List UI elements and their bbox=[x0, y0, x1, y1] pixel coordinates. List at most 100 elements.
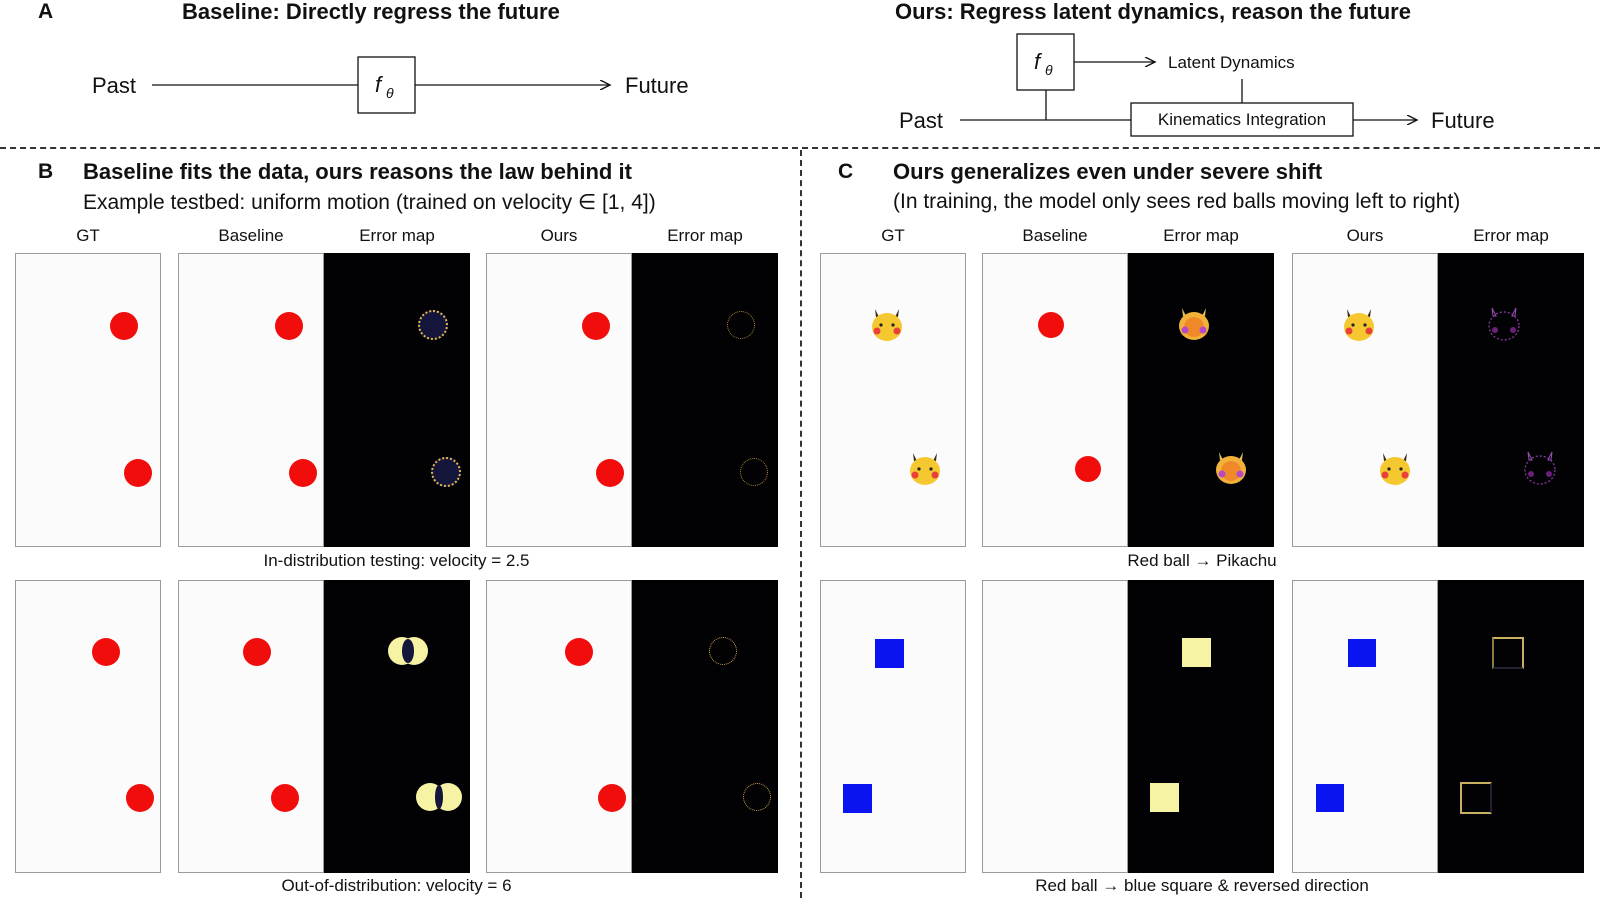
c-r2-gt-square-1 bbox=[875, 639, 904, 668]
b-r1-baseline-ball-2 bbox=[289, 459, 317, 487]
b-r1-baseline-panel bbox=[178, 253, 324, 547]
panel-c-title: Ours generalizes even under severe shift bbox=[893, 159, 1323, 184]
c-header-gt: GT bbox=[881, 226, 905, 245]
b-r2-ours-err-ring-1 bbox=[709, 637, 737, 665]
c-r1-err-pikachu-1 bbox=[1179, 308, 1209, 340]
c-r1-err-pikachu-2 bbox=[1216, 452, 1246, 484]
b-r2-ours-error-map bbox=[632, 580, 778, 873]
c-r2-gt-panel bbox=[820, 580, 966, 873]
ours-f-sub: θ bbox=[1045, 62, 1053, 78]
c-row1-caption: Red ball → Pikachu bbox=[820, 551, 1584, 571]
panel-b-title: Baseline fits the data, ours reasons the… bbox=[83, 159, 632, 184]
panel-a-baseline-title: Baseline: Directly regress the future bbox=[182, 0, 560, 24]
b-r2-ours-ball-2 bbox=[598, 784, 626, 812]
c-r1-baseline-ball-1 bbox=[1038, 312, 1064, 338]
c-r1-gt-pikachu-1 bbox=[872, 309, 902, 341]
c-r2-ours-panel bbox=[1292, 580, 1438, 873]
b-r1-ours-panel bbox=[486, 253, 632, 547]
b-r2-baseline-error-map bbox=[324, 580, 470, 873]
ours-f-label: f bbox=[1034, 49, 1043, 74]
panel-a-diagram: Past f θ Future f θ Latent Dynamics Past… bbox=[92, 33, 1495, 137]
c-r1-gt-pikachu-2 bbox=[910, 453, 940, 485]
b-r1-err-ring-1 bbox=[418, 310, 448, 340]
horizontal-divider bbox=[0, 147, 1600, 149]
b-row1-caption-text: In-distribution testing: velocity = 2.5 bbox=[263, 551, 530, 570]
b-r2-gt-panel bbox=[15, 580, 161, 873]
b-header-ours: Ours bbox=[540, 226, 578, 245]
b-r1-baseline-ball-1 bbox=[275, 312, 303, 340]
c-row2-caption: Red ball → blue square & reversed direct… bbox=[820, 876, 1584, 896]
baseline-past-label: Past bbox=[92, 73, 136, 98]
latent-dynamics-label: Latent Dynamics bbox=[1168, 53, 1295, 72]
b-r2-ours-err-ring-2 bbox=[743, 783, 771, 811]
panel-b-letter: B bbox=[38, 160, 54, 183]
c-r2-ours-square-1 bbox=[1348, 639, 1376, 667]
c-r1-baseline-panel bbox=[982, 253, 1128, 547]
c-r2-baseline-panel bbox=[982, 580, 1128, 873]
baseline-f-label: f bbox=[375, 72, 384, 97]
baseline-future-label: Future bbox=[625, 73, 689, 98]
ours-past-label: Past bbox=[899, 108, 943, 133]
b-r2-ours-ball-1 bbox=[565, 638, 593, 666]
c-r2-baseline-error-map bbox=[1128, 580, 1274, 873]
c-r2-ours-err-outline-2 bbox=[1460, 782, 1492, 814]
vertical-divider bbox=[800, 150, 802, 898]
c-row1-caption-text: Red ball → Pikachu bbox=[1127, 551, 1277, 570]
c-r2-gt-square-2 bbox=[843, 784, 872, 813]
b-r2-baseline-ball-1 bbox=[243, 638, 271, 666]
b-header-gt: GT bbox=[76, 226, 100, 245]
b-r2-baseline-panel bbox=[178, 580, 324, 873]
b-r1-gt-ball-2 bbox=[124, 459, 152, 487]
b-r1-ours-error-map bbox=[632, 253, 778, 547]
c-r1-baseline-ball-2 bbox=[1075, 456, 1101, 482]
baseline-f-box bbox=[357, 56, 416, 114]
c-r1-ours-pikachu-2 bbox=[1380, 453, 1410, 485]
panel-c-letter: C bbox=[838, 160, 854, 183]
c-header-error-map-2: Error map bbox=[1473, 226, 1549, 245]
c-header-error-map-1: Error map bbox=[1163, 226, 1239, 245]
ours-f-box bbox=[1016, 33, 1075, 91]
c-r2-err-square-1 bbox=[1182, 638, 1211, 667]
c-header-baseline: Baseline bbox=[1022, 226, 1088, 245]
b-row2-caption: Out-of-distribution: velocity = 6 bbox=[15, 876, 778, 896]
b-header-error-map-2: Error map bbox=[667, 226, 743, 245]
b-row2-caption-text: Out-of-distribution: velocity = 6 bbox=[281, 876, 512, 895]
c-r2-ours-err-outline-1 bbox=[1492, 637, 1524, 669]
b-r1-ours-err-ring-2 bbox=[740, 458, 768, 486]
c-r1-ours-error-map bbox=[1438, 253, 1584, 547]
c-r2-ours-error-map bbox=[1438, 580, 1584, 873]
b-r1-baseline-error-map bbox=[324, 253, 470, 547]
kinematics-box bbox=[1130, 102, 1354, 137]
ours-future-label: Future bbox=[1431, 108, 1495, 133]
panel-a-ours-title: Ours: Regress latent dynamics, reason th… bbox=[895, 0, 1411, 24]
b-header-error-map-1: Error map bbox=[359, 226, 435, 245]
c-r1-ours-pikachu-1 bbox=[1344, 309, 1374, 341]
b-r1-ours-ball-2 bbox=[596, 459, 624, 487]
c-r1-ours-err-pikachu-2 bbox=[1524, 451, 1556, 485]
b-r2-ours-panel bbox=[486, 580, 632, 873]
c-r1-ours-panel bbox=[1292, 253, 1438, 547]
c-row2-caption-text: Red ball → blue square & reversed direct… bbox=[1035, 876, 1369, 895]
c-r1-baseline-error-map bbox=[1128, 253, 1274, 547]
c-r2-ours-square-2 bbox=[1316, 784, 1344, 812]
b-r1-gt-panel bbox=[15, 253, 161, 547]
panel-c-subtitle: (In training, the model only sees red ba… bbox=[893, 190, 1461, 213]
b-r2-gt-ball-2 bbox=[126, 784, 154, 812]
panel-b-subtitle: Example testbed: uniform motion (trained… bbox=[83, 191, 656, 214]
panel-a-letter: A bbox=[38, 0, 54, 23]
b-r2-baseline-ball-2 bbox=[271, 784, 299, 812]
b-r1-err-ring-2 bbox=[431, 457, 461, 487]
c-header-ours: Ours bbox=[1346, 226, 1384, 245]
b-r1-ours-err-ring-1 bbox=[727, 311, 755, 339]
c-r1-gt-panel bbox=[820, 253, 966, 547]
b-row1-caption: In-distribution testing: velocity = 2.5 bbox=[15, 551, 778, 571]
c-r1-ours-err-pikachu-1 bbox=[1488, 307, 1520, 341]
c-r2-err-square-2 bbox=[1150, 783, 1179, 812]
b-r1-gt-ball-1 bbox=[110, 312, 138, 340]
b-r2-err-overlap-1 bbox=[402, 639, 414, 663]
b-header-baseline: Baseline bbox=[218, 226, 284, 245]
b-r2-err-overlap-2 bbox=[435, 785, 443, 809]
b-r1-ours-ball-1 bbox=[582, 312, 610, 340]
baseline-f-sub: θ bbox=[386, 85, 394, 101]
kinematics-label: Kinematics Integration bbox=[1158, 110, 1326, 129]
